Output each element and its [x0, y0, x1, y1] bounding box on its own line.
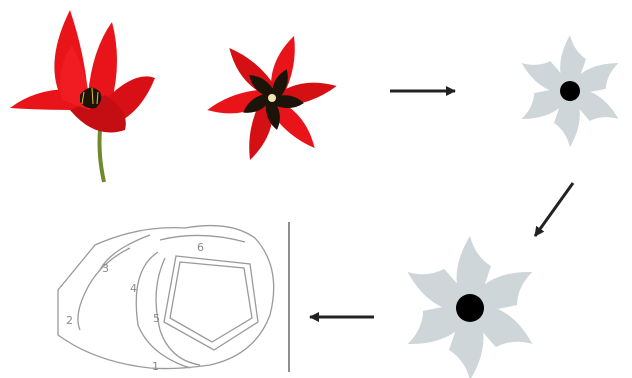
plan-label-6: 6 [197, 241, 204, 254]
black-center [560, 81, 580, 101]
plan-number-labels: 1 2 3 4 5 6 [66, 241, 204, 373]
arrow-down-left [535, 183, 573, 236]
outline-curve [78, 248, 130, 330]
stem [100, 130, 105, 182]
plan-label-4: 4 [130, 282, 137, 295]
pistil [268, 94, 276, 102]
outer-outline [58, 226, 274, 369]
plan-label-5: 5 [153, 312, 160, 325]
six-petal-abstraction-large [397, 236, 543, 378]
numbered-outline-plan [58, 226, 274, 369]
plan-label-3: 3 [102, 262, 109, 275]
plan-label-1: 1 [152, 360, 159, 373]
pentagon-outline [170, 262, 252, 342]
six-petal-abstraction-small [514, 35, 627, 147]
tulip-side-view [10, 10, 155, 182]
tulip-top-view [207, 36, 337, 160]
plan-label-2: 2 [66, 314, 73, 327]
inner-band [136, 252, 190, 368]
black-center [456, 294, 484, 322]
